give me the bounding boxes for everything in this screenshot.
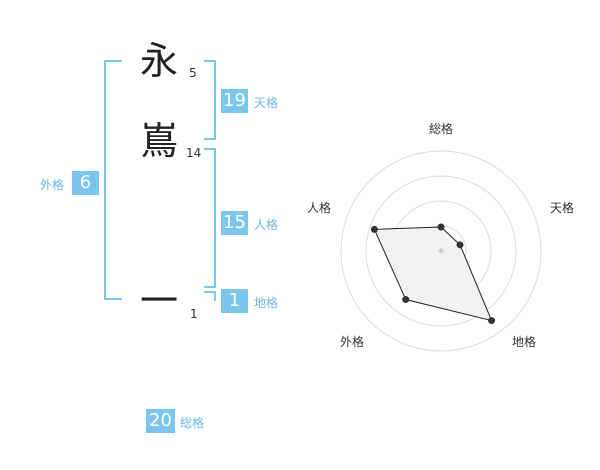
soukaku-label: 総格 [180,416,205,430]
chikaku-label: 地格 [254,296,279,310]
radar-label-soukaku: 総格 [429,121,453,136]
radar-label-tenkaku: 天格 [550,200,574,215]
radar-point-1 [456,241,464,249]
jinkaku-label: 人格 [254,218,279,232]
radar-ring [365,175,517,327]
radar-point-2 [488,317,496,325]
name-char-2: 嶌 [140,119,179,163]
radar-point-0 [437,223,445,231]
radar-point-4 [370,225,378,233]
radar-ring [340,150,542,352]
gaikaku-value: 6 [72,171,99,195]
jinkaku-bracket [204,148,216,288]
radar-label-jinkaku: 人格 [307,200,331,215]
jinkaku-value: 15 [221,211,248,235]
stroke-count-2: 14 [186,146,202,160]
radar-label-chikaku: 地格 [512,334,536,349]
stroke-count-1: 5 [189,66,197,80]
stroke-count-3: 1 [190,307,198,321]
radar-center [438,248,444,254]
tenkaku-value: 19 [221,89,248,113]
tenkaku-label: 天格 [254,96,279,110]
radar-point-3 [402,296,410,304]
tenkaku-bracket [204,60,216,140]
radar-points [370,223,496,325]
soukaku-value: 20 [146,409,175,433]
gaikaku-bracket [104,60,122,300]
radar-label-gaikaku: 外格 [340,334,364,349]
radar-area [373,226,493,322]
name-char-3: 一 [140,279,179,323]
chikaku-value: 1 [221,289,248,313]
chikaku-bracket [204,291,216,301]
gaikaku-label: 外格 [40,178,65,192]
name-char-1: 永 [140,39,179,83]
